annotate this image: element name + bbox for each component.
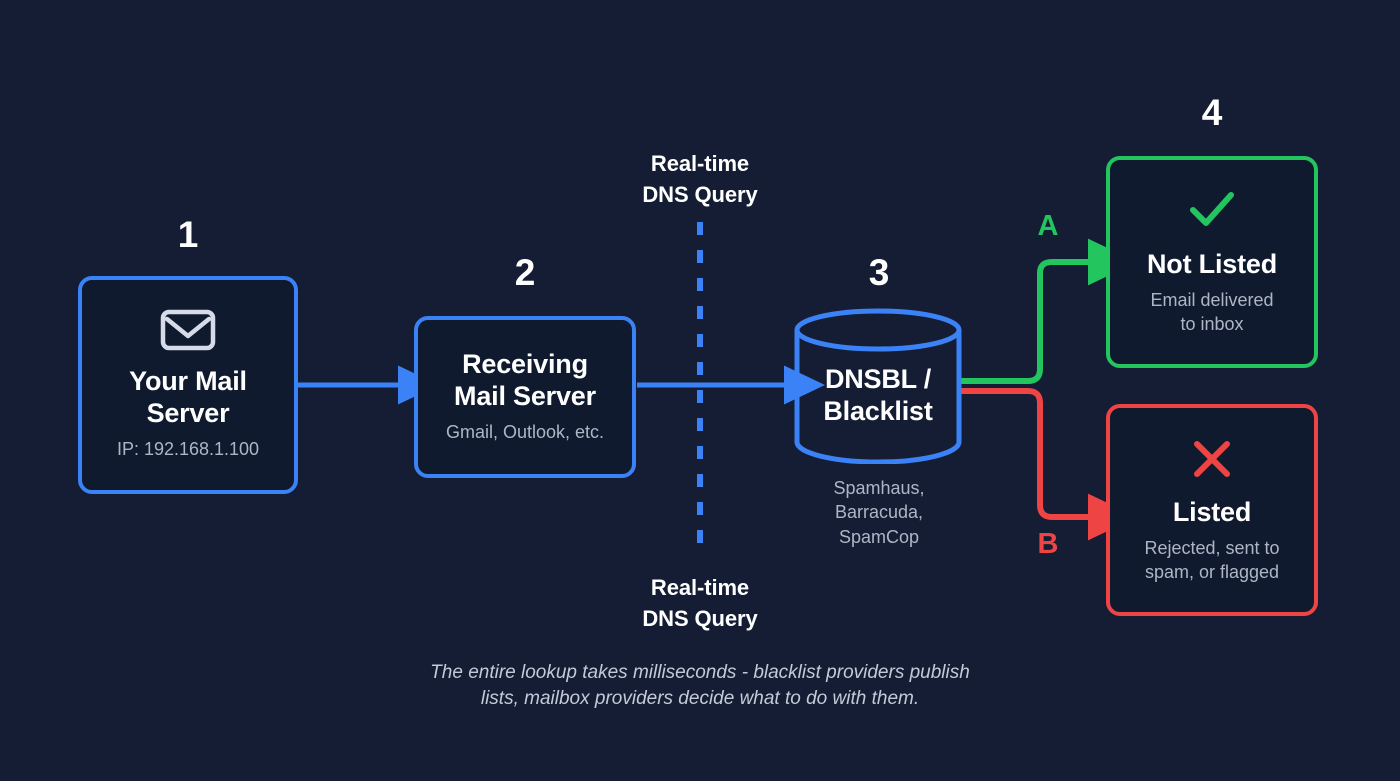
step-number-4: 4 — [1201, 92, 1223, 133]
label-dns-query-bottom: Real-time DNS Query — [590, 572, 810, 634]
label-line2: DNS Query — [642, 182, 758, 208]
node-subtitle-line1: Email delivered — [1150, 289, 1274, 310]
node-subtitle-ip: IP: 192.168.1.100 — [116, 439, 260, 460]
provider-name-1: Spamhaus, — [833, 478, 925, 498]
database-cylinder-icon — [794, 308, 962, 465]
node-not-listed[interactable]: Not Listed Email delivered to inbox — [1106, 156, 1318, 368]
footer-line2: lists, mailbox providers decide what to … — [480, 687, 920, 709]
node-subtitle-line2: to inbox — [1180, 313, 1244, 334]
step-number-2: 2 — [514, 252, 536, 293]
step-number-3: 3 — [868, 252, 890, 293]
node-dnsbl-blacklist[interactable]: DNSBL / Blacklist — [793, 308, 963, 465]
node-title-line2: Mail Server — [454, 380, 596, 411]
step-number-1: 1 — [177, 214, 199, 255]
node-subtitle-providers: Gmail, Outlook, etc. — [445, 422, 605, 443]
node-subtitle-line1: Rejected, sent to — [1144, 537, 1280, 558]
node-your-mail-server[interactable]: Your Mail Server IP: 192.168.1.100 — [78, 276, 298, 494]
node-title-line1: Your Mail — [129, 365, 247, 396]
node-subtitle: Email delivered to inbox — [1150, 289, 1273, 337]
node-subtitle-line2: spam, or flagged — [1144, 561, 1280, 582]
node-title-line2: Blacklist — [823, 395, 933, 426]
node-listed[interactable]: Listed Rejected, sent to spam, or flagge… — [1106, 404, 1318, 616]
cross-icon — [1186, 435, 1238, 483]
wire-branch-a-not-listed — [959, 238, 1138, 384]
node-title-line2: Server — [146, 397, 230, 428]
label-line1: Real-time — [650, 575, 750, 600]
node-receiving-mail-server[interactable]: Receiving Mail Server Gmail, Outlook, et… — [414, 316, 636, 478]
node-subtitle: Rejected, sent to spam, or flagged — [1144, 537, 1279, 585]
footer-note: The entire lookup takes milliseconds - b… — [340, 660, 1060, 711]
provider-name-2: Barracuda, — [834, 502, 924, 523]
blacklist-providers-caption: Spamhaus, Barracuda, SpamCop — [789, 476, 969, 549]
label-dns-query-top: Real-time DNS Query — [590, 148, 810, 210]
label-line1: Real-time — [650, 151, 750, 176]
node-title: Not Listed — [1147, 249, 1277, 280]
wire-branch-b-listed — [959, 388, 1138, 541]
provider-name-3: SpamCop — [838, 526, 920, 547]
check-icon — [1184, 187, 1240, 231]
branch-label-b: B — [1037, 528, 1059, 560]
node-title-line1: DNSBL / — [824, 364, 932, 394]
branch-label-a: A — [1037, 210, 1059, 242]
node-title-line1: Receiving — [462, 348, 588, 379]
label-line2: DNS Query — [642, 606, 758, 632]
envelope-icon — [160, 308, 216, 352]
footer-line1: The entire lookup takes milliseconds - b… — [430, 662, 970, 683]
node-title: Listed — [1172, 497, 1252, 528]
